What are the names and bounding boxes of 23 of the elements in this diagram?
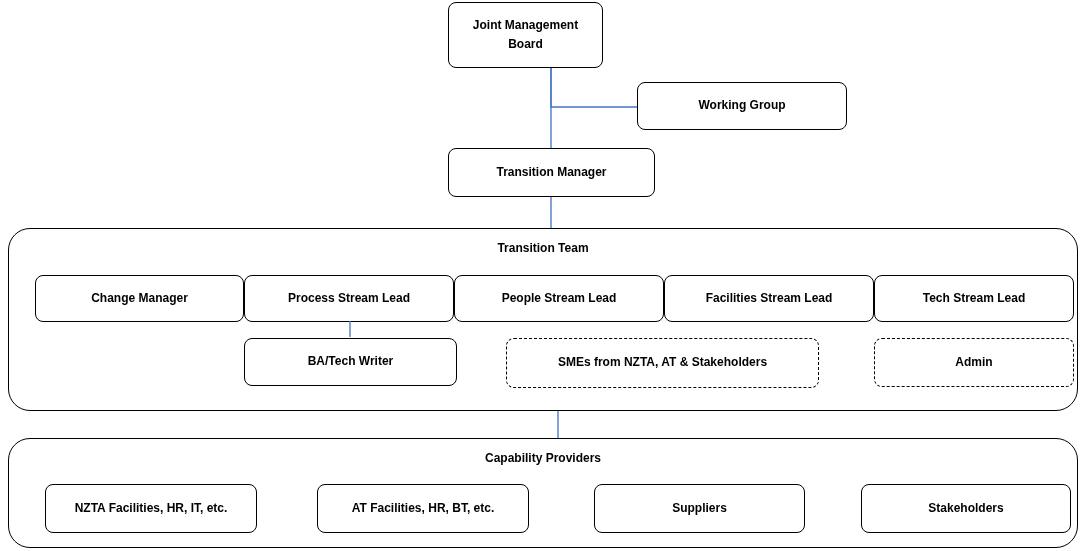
role-box: AT Facilities, HR, BT, etc. — [317, 484, 529, 533]
role-box: Process Stream Lead — [244, 275, 454, 322]
group-container — [8, 228, 1078, 411]
connector-line — [550, 67, 638, 108]
group-heading: Transition Team — [497, 240, 589, 257]
role-box: Change Manager — [35, 275, 244, 322]
dashed-role-box: Admin — [874, 338, 1074, 387]
role-box: Transition Manager — [448, 148, 655, 197]
connector-line — [557, 410, 559, 439]
role-box: NZTA Facilities, HR, IT, etc. — [45, 484, 257, 533]
role-box: Stakeholders — [861, 484, 1071, 533]
connector-line — [550, 196, 552, 229]
group-heading: Capability Providers — [484, 450, 601, 467]
group-container — [8, 438, 1078, 548]
role-box: BA/Tech Writer — [244, 338, 457, 386]
role-box: Facilities Stream Lead — [664, 275, 874, 322]
role-box: Working Group — [637, 82, 847, 130]
role-box: Suppliers — [594, 484, 805, 533]
role-box: Joint Management Board — [448, 2, 603, 68]
dashed-role-box: SMEs from NZTA, AT & Stakeholders — [506, 338, 819, 388]
role-box: People Stream Lead — [454, 275, 664, 322]
connector-line — [349, 320, 351, 338]
role-box: Tech Stream Lead — [874, 275, 1074, 322]
